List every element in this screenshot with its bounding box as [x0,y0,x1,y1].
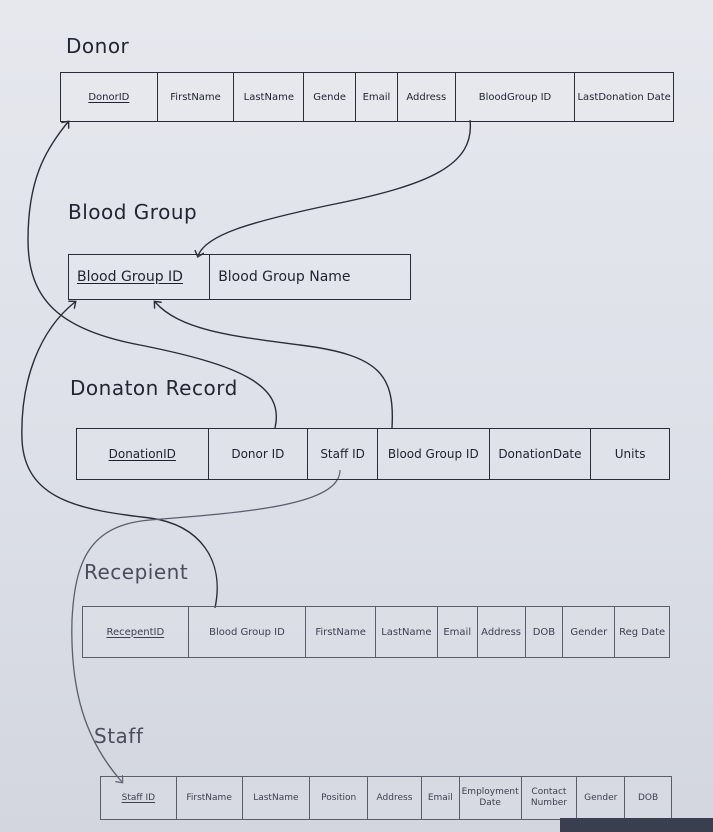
recipient-table-title: Recepient [84,560,189,584]
staff-col-4: Address [368,777,422,819]
link-donation-donor [27,122,278,429]
donation-record-table: DonationID Donor ID Staff ID Blood Group… [76,428,670,480]
donation-table-title: Donaton Record [70,376,238,400]
recipient-table: RecepentID Blood Group ID FirstName Last… [82,606,670,658]
recipient-col-0: RecepentID [83,607,189,657]
donation-col-1: Donor ID [209,429,309,479]
bloodgroup-table: Blood Group ID Blood Group Name [68,254,411,300]
donor-col-5: Address [398,73,456,121]
staff-col-0: Staff ID [101,777,177,819]
staff-col-3: Position [310,777,369,819]
recipient-col-2: FirstName [306,607,376,657]
donor-col-6: BloodGroup ID [456,73,576,121]
recipient-col-1: Blood Group ID [189,607,307,657]
bloodgroup-table-title: Blood Group [68,200,198,224]
donor-table: DonorID FirstName LastName Gende Email A… [60,72,674,122]
staff-col-8: Gender [577,777,626,819]
screen-edge-bar [560,818,713,832]
link-donor-bloodgroup [198,119,472,256]
staff-col-6: Employment Date [460,777,522,819]
staff-table: Staff ID FirstName LastName Position Add… [100,776,672,820]
donation-col-5: Units [614,446,646,461]
donation-col-0: DonationID [77,429,209,479]
staff-col-9: DOB [637,792,659,803]
recipient-col-7: Gender [563,607,616,657]
donor-col-1: FirstName [158,73,235,121]
staff-col-7: Contact Number [522,777,578,819]
link-donation-bloodgroup [155,302,394,429]
donor-col-0: DonorID [61,73,158,121]
staff-col-2: LastName [243,777,311,819]
donor-col-2: LastName [234,73,305,121]
link-donation-staff [71,469,341,782]
bloodgroup-col-1: Blood Group Name [218,268,351,285]
donor-col-7: LastDonation Date [577,91,671,103]
donation-col-2: Staff ID [308,429,378,479]
staff-table-title: Staff [94,724,144,748]
recipient-col-8: Reg Date [619,626,666,638]
recipient-col-5: Address [478,607,526,657]
bloodgroup-col-0: Blood Group ID [69,255,211,299]
staff-col-5: Email [422,777,460,819]
donor-table-title: Donor [66,34,130,58]
recipient-col-6: DOB [526,607,564,657]
donation-col-3: Blood Group ID [378,429,490,479]
donor-col-3: Gende [304,73,357,121]
link-recipient-bloodgroup [21,302,218,609]
donation-col-4: DonationDate [490,429,592,479]
recipient-col-4: Email [438,607,478,657]
recipient-col-3: LastName [376,607,438,657]
staff-col-1: FirstName [177,777,243,819]
donor-col-4: Email [356,73,398,121]
